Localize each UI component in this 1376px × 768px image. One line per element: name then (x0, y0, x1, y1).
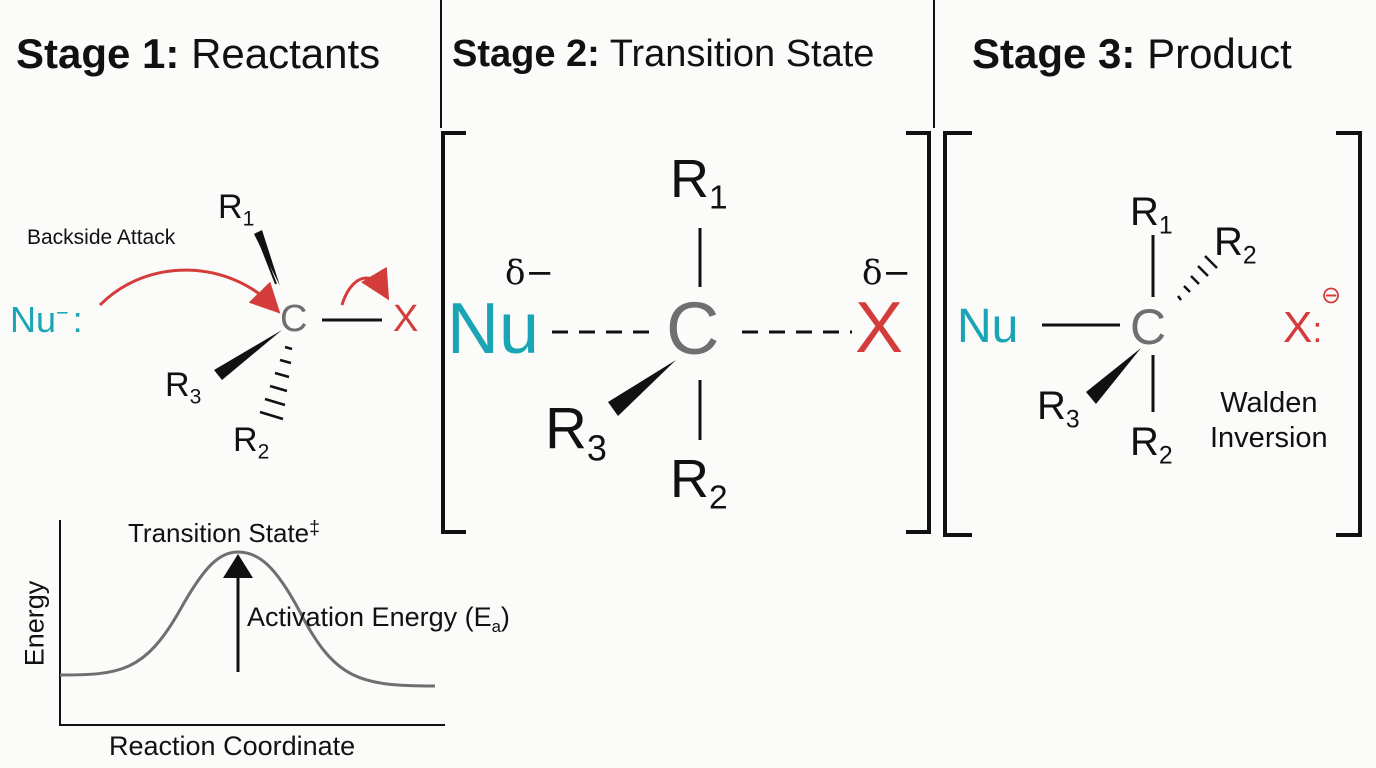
product-r3-base: R (1037, 384, 1066, 428)
energy-axes (59, 520, 445, 726)
r1-base-s1: R (218, 188, 243, 226)
ts-r3-wedge (608, 360, 676, 416)
activation-energy-label: Activation Energy (Ea) (247, 602, 510, 635)
r1-wedge-s1 (254, 230, 280, 286)
energy-y-axis-label: Energy (19, 580, 50, 667)
ts-partial-charge-x: δ− (862, 253, 911, 293)
r1-sub-s1: 1 (242, 207, 255, 231)
product-r3-sub: 3 (1065, 406, 1080, 434)
ts-r1-base: R (670, 149, 709, 209)
stage-1-title: Stage 1: Reactants (16, 33, 380, 75)
product-r3-label: R3 (1037, 384, 1080, 433)
r3-wedge-s1 (214, 330, 282, 380)
product-left-bracket (943, 131, 972, 537)
r3-sub-s1: 3 (189, 385, 202, 409)
r1-label-s1: R1 (218, 188, 254, 229)
stage-2-label: Stage 2: (452, 33, 600, 75)
ts-r1-label: R1 (670, 149, 728, 215)
leaving-group-s1: X (393, 298, 419, 340)
walden-inversion-label: Walden Inversion (1210, 386, 1328, 456)
r3-label-s1: R3 (165, 366, 201, 407)
backside-attack-arrow (98, 268, 281, 314)
peak-symbol: ‡ (309, 517, 320, 540)
product-r2-hashed-bond (1177, 255, 1218, 301)
nu-text-s1: Nu (10, 299, 57, 340)
product-r1-label: R1 (1130, 190, 1173, 239)
leaving-arrow (340, 266, 390, 306)
nu-lone-pair-s1: : (72, 299, 83, 340)
ts-r1-sub: 1 (709, 179, 728, 217)
ts-r2-label: R2 (670, 449, 728, 515)
activation-text: Activation Energy (E (247, 602, 492, 632)
product-r2-top-label: R2 (1214, 220, 1257, 269)
stage-2-name: Transition State (609, 33, 875, 75)
product-r2-bottom-label: R2 (1130, 420, 1173, 469)
carbon-s1: C (280, 298, 308, 340)
energy-x-axis-label: Reaction Coordinate (109, 731, 356, 761)
stage-2-title: Stage 2: Transition State (452, 35, 874, 73)
product-r1-base: R (1130, 190, 1159, 234)
ts-partial-charge-nu: δ− (505, 253, 554, 293)
stage-3-label: Stage 3: (972, 30, 1136, 77)
nucleophile-s1: Nu−: (10, 302, 83, 338)
backside-attack-label: Backside Attack (27, 226, 176, 249)
energy-curve (59, 550, 436, 688)
product-r1-sub: 1 (1158, 212, 1173, 240)
ts-r2-base: R (670, 449, 709, 509)
product-r3-wedge (1086, 348, 1141, 404)
product-r2-bottom-sub: 2 (1158, 442, 1173, 470)
ts-leaving-group: X (855, 288, 904, 368)
stage-1-label: Stage 1: (16, 30, 180, 77)
stage-3-title: Stage 3: Product (972, 33, 1292, 75)
r2-label-s1: R2 (233, 421, 269, 462)
walden-line-2: Inversion (1210, 421, 1328, 454)
nu-charge-s1: − (56, 300, 69, 326)
product-nucleophile: Nu (957, 300, 1019, 353)
peak-label-text: Transition State (128, 518, 310, 548)
ts-r2-sub: 2 (709, 479, 728, 517)
product-leaving-group: X: (1283, 306, 1322, 350)
r2-base-s1: R (233, 421, 258, 459)
ts-r3-base: R (545, 396, 587, 461)
activation-close: ) (500, 602, 510, 632)
stage-1-name: Reactants (191, 30, 381, 77)
product-r2-top-base: R (1214, 220, 1243, 264)
activation-sub: a (491, 616, 501, 636)
ts-left-bracket (441, 131, 466, 534)
energy-peak-label: Transition State‡ (128, 517, 320, 548)
r2-sub-s1: 2 (257, 440, 270, 464)
product-carbon: C (1130, 299, 1167, 355)
ts-carbon: C (666, 287, 720, 370)
product-leaving-charge: ⊖ (1321, 281, 1342, 309)
r3-base-s1: R (165, 366, 190, 404)
r2-hashed-bond-s1 (259, 345, 293, 421)
product-x-text: X (1283, 303, 1313, 352)
ts-nucleophile: Nu (447, 289, 540, 369)
ts-r3-label: R3 (545, 400, 607, 467)
stage-3-name: Product (1147, 30, 1292, 77)
ts-r3-sub: 3 (586, 427, 607, 469)
walden-line-1: Walden (1220, 387, 1318, 419)
ts-right-bracket (906, 131, 931, 534)
product-right-bracket (1336, 131, 1362, 537)
product-x-lone-pair: : (1312, 309, 1323, 350)
product-r2-top-sub: 2 (1242, 242, 1257, 270)
product-r2-bottom-base: R (1130, 420, 1159, 464)
